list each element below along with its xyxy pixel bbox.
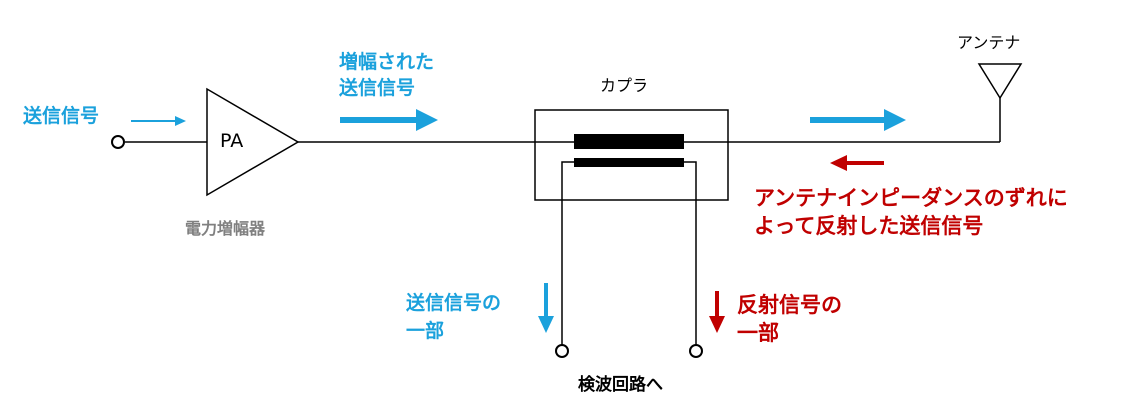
reflected-arrow-head bbox=[830, 155, 847, 171]
coupled-port-right bbox=[684, 161, 697, 345]
amplifier-label: PA bbox=[220, 130, 244, 152]
input-arrow-head bbox=[175, 116, 186, 126]
reflected-sample-label-line2: 一部 bbox=[737, 321, 779, 345]
coupler-coupled-strip bbox=[574, 158, 684, 167]
detector-terminal-right bbox=[689, 344, 703, 358]
coupler-label: カプラ bbox=[600, 76, 649, 95]
coupler-box bbox=[534, 109, 729, 201]
input-signal-label: 送信信号 bbox=[23, 105, 100, 127]
coupled-port-left bbox=[561, 161, 574, 345]
detector-terminal-left bbox=[555, 344, 569, 358]
antenna-icon bbox=[977, 63, 1023, 100]
forward-arrow-head bbox=[884, 109, 906, 131]
forward-sample-label-line2: 一部 bbox=[406, 320, 445, 342]
forward-sample-arrow-head bbox=[538, 316, 554, 333]
forward-sample-label-line1: 送信信号の bbox=[406, 292, 502, 314]
amplified-signal-label-line2: 送信信号 bbox=[339, 77, 416, 99]
amplifier-triangle bbox=[206, 87, 300, 197]
reflected-signal-label-line2: よって反射した送信信号 bbox=[754, 214, 984, 238]
detector-label: 検波回路へ bbox=[578, 375, 663, 395]
antenna-label: アンテナ bbox=[957, 33, 1021, 52]
reflected-signal-label-line1: アンテナインピーダンスのずれに bbox=[754, 186, 1068, 210]
amplified-arrow-head bbox=[416, 109, 438, 131]
reflected-sample-arrow-head bbox=[709, 316, 725, 333]
amplifier-caption: 電力増幅器 bbox=[185, 219, 266, 238]
coupler-main-strip bbox=[574, 134, 684, 149]
input-terminal bbox=[111, 135, 125, 149]
reflected-sample-label-line1: 反射信号の bbox=[737, 293, 842, 317]
amplified-signal-label-line1: 増幅された bbox=[339, 51, 435, 73]
